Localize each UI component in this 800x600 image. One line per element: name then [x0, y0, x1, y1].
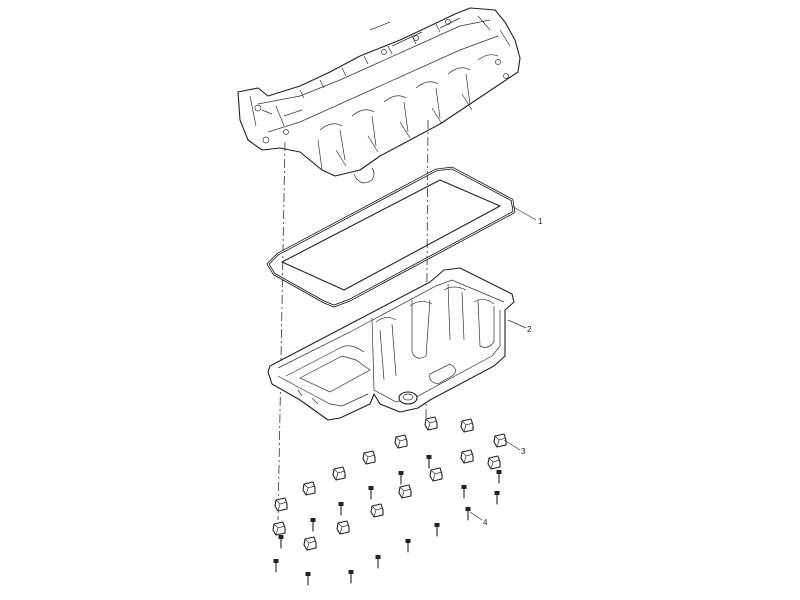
bolt: [310, 518, 316, 532]
callout-4: 4: [483, 518, 488, 527]
bolt: [375, 555, 381, 569]
spacer: [303, 536, 317, 551]
spacer: [370, 503, 384, 518]
callout-3: 3: [521, 447, 526, 456]
bolt: [494, 491, 500, 505]
bolt: [465, 507, 471, 521]
spacer: [460, 449, 474, 464]
bolt: [348, 570, 354, 584]
bolt: [305, 572, 311, 586]
bolt: [338, 502, 344, 516]
spacer: [336, 520, 350, 535]
callout-1: 1: [538, 217, 543, 226]
spacer: [362, 450, 376, 465]
callout-2: 2: [527, 325, 532, 334]
callouts: 1 2 3 4: [469, 205, 543, 527]
bolt-group: [273, 455, 502, 586]
bolt: [273, 559, 279, 573]
bolt: [368, 486, 374, 500]
bolt: [461, 485, 467, 499]
spacer: [274, 497, 288, 512]
spacer: [394, 434, 408, 449]
bolt: [278, 535, 284, 549]
spacer: [487, 455, 501, 470]
spacer: [424, 416, 438, 431]
oil-pan: [267, 267, 515, 421]
spacer: [398, 484, 412, 499]
bolt: [434, 523, 440, 537]
spacer: [332, 466, 346, 481]
spacer: [272, 521, 286, 536]
bolt: [398, 471, 404, 485]
bolt: [496, 470, 502, 484]
spacer: [302, 481, 316, 496]
spacer-group: [272, 416, 507, 551]
bolt: [405, 539, 411, 553]
spacer: [460, 418, 474, 433]
spacer: [493, 433, 507, 448]
engine-block: [237, 7, 521, 184]
spacer: [429, 467, 443, 482]
bolt: [426, 455, 432, 469]
oil-pan-gasket: [266, 166, 516, 308]
